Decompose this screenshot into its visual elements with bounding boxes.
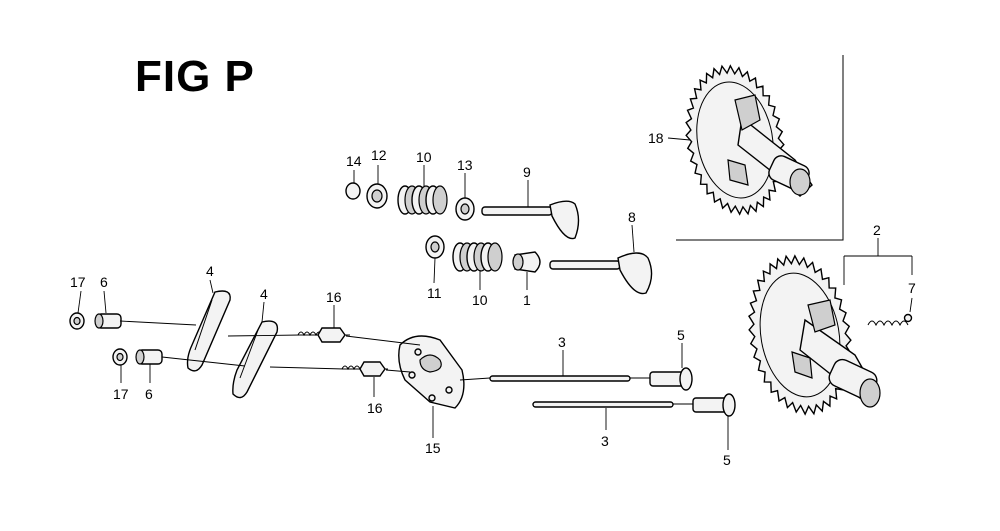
callout-9[interactable]: 9 (523, 164, 531, 180)
intake-valve-9[interactable] (481, 200, 580, 240)
rocker-arm-4-right[interactable] (232, 320, 279, 399)
callout-2[interactable]: 2 (873, 222, 881, 238)
rocker-nut-17-lower[interactable] (112, 348, 128, 366)
callout-5-upper[interactable]: 5 (677, 327, 685, 343)
valve-stem-seal-1[interactable] (512, 251, 541, 273)
valve-retainer-12[interactable] (366, 183, 388, 209)
callout-10-lower[interactable]: 10 (472, 292, 488, 308)
rocker-arm-4-left[interactable] (186, 290, 231, 372)
callout-15[interactable]: 15 (425, 440, 441, 456)
callout-13[interactable]: 13 (457, 157, 473, 173)
callout-1[interactable]: 1 (523, 292, 531, 308)
tappet-5-upper[interactable] (649, 367, 693, 391)
callout-17-upper[interactable]: 17 (70, 274, 86, 290)
exhaust-valve-8[interactable] (549, 252, 653, 295)
figure-title: FIG P (135, 52, 255, 101)
decompressor-spring-7[interactable] (867, 313, 913, 327)
callout-6-lower[interactable]: 6 (145, 386, 153, 402)
camshaft-gear-2[interactable] (737, 248, 881, 423)
callout-18[interactable]: 18 (648, 130, 664, 146)
rocker-nut-17-upper[interactable] (69, 312, 85, 330)
callout-3-upper[interactable]: 3 (558, 334, 566, 350)
spring-seat-13[interactable] (455, 197, 475, 221)
rocker-stud-16-upper[interactable] (297, 327, 350, 343)
callout-3-lower[interactable]: 3 (601, 433, 609, 449)
callout-11[interactable]: 11 (427, 285, 442, 301)
callout-6-upper[interactable]: 6 (100, 274, 108, 290)
pushrod-guide-plate-15[interactable] (398, 335, 465, 409)
callout-16-upper[interactable]: 16 (326, 289, 342, 305)
callout-7[interactable]: 7 (908, 280, 916, 296)
pushrod-3-upper[interactable] (489, 375, 631, 382)
callout-4-left[interactable]: 4 (206, 263, 214, 279)
callout-4-right[interactable]: 4 (260, 286, 268, 302)
callout-12[interactable]: 12 (371, 147, 387, 163)
callout-10-upper[interactable]: 10 (416, 149, 432, 165)
camshaft-gear-18[interactable] (675, 58, 813, 222)
callout-labels: 17 6 4 4 16 16 15 17 6 3 3 5 5 14 12 10 … (70, 130, 916, 468)
callout-5-lower[interactable]: 5 (723, 452, 731, 468)
callout-8[interactable]: 8 (628, 209, 636, 225)
valve-retainer-11[interactable] (425, 235, 445, 259)
pushrod-3-lower[interactable] (532, 401, 674, 408)
callout-leaders (77, 137, 913, 450)
valve-spring-10-upper[interactable] (397, 185, 448, 215)
tappet-5-lower[interactable] (692, 393, 736, 417)
callout-16-lower[interactable]: 16 (367, 400, 383, 416)
callout-14[interactable]: 14 (346, 153, 362, 169)
inset-frame (676, 55, 844, 241)
valve-spring-10-lower[interactable] (452, 242, 503, 272)
assembly-lines (119, 320, 693, 405)
rocker-pivot-6-lower[interactable] (135, 349, 163, 365)
rocker-pivot-6-upper[interactable] (94, 313, 122, 329)
rocker-stud-16-lower[interactable] (341, 361, 388, 377)
callout-17-lower[interactable]: 17 (113, 386, 129, 402)
valve-cap-14[interactable] (345, 182, 361, 200)
